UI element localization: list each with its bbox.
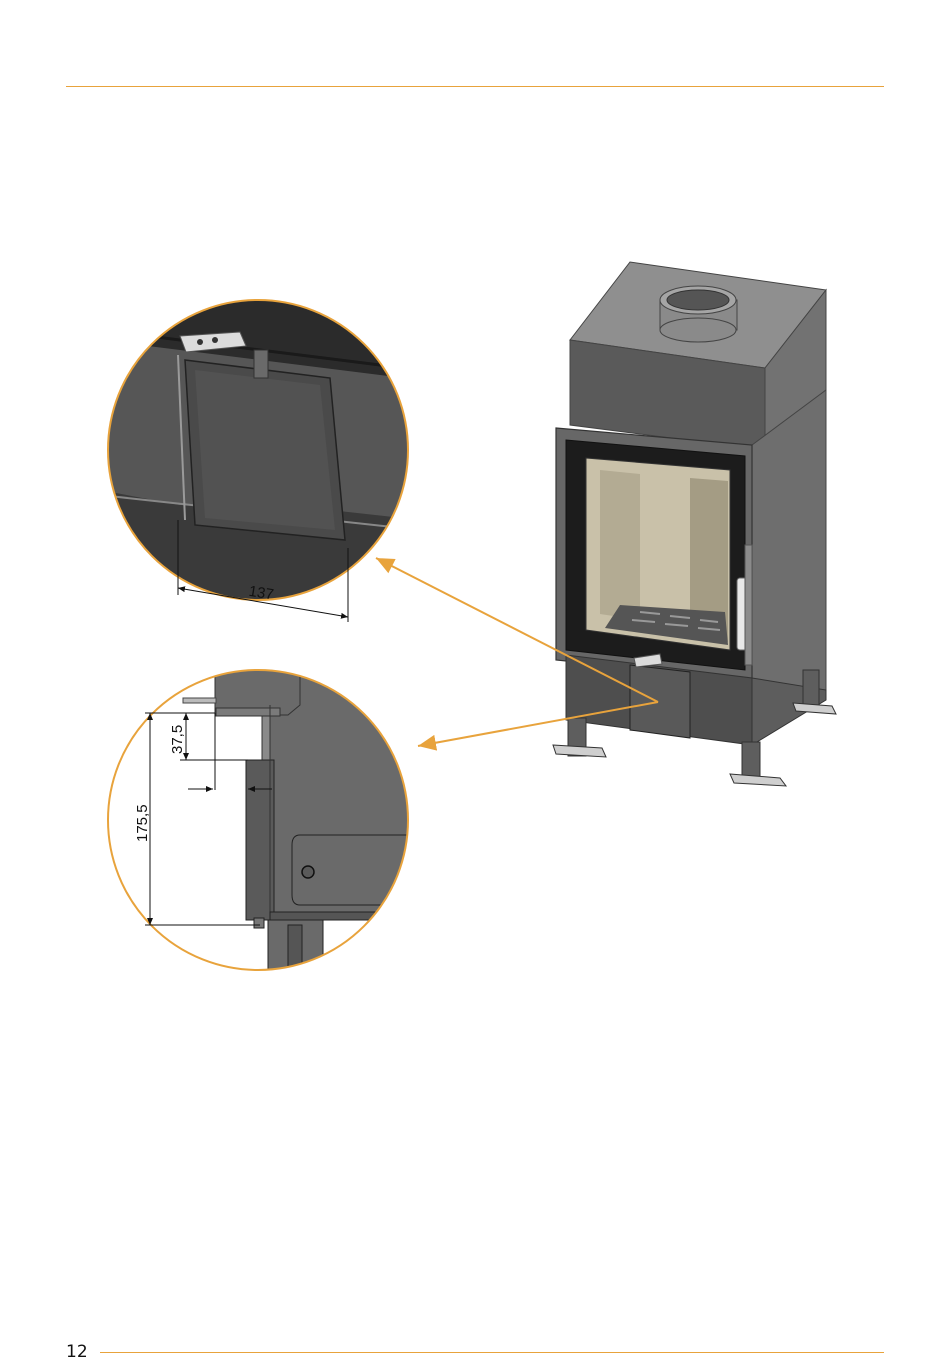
- dimension-height-upper-label: 37,5: [169, 725, 186, 754]
- door-frame: [556, 428, 752, 680]
- fireplace-insert: [553, 262, 836, 786]
- flue-collar: [660, 286, 737, 342]
- dimension-height-total-label: 175,5: [134, 804, 151, 842]
- detail-circle-top: [100, 290, 420, 620]
- bottom-rule: [100, 1352, 884, 1353]
- page-number: 12: [66, 1342, 88, 1362]
